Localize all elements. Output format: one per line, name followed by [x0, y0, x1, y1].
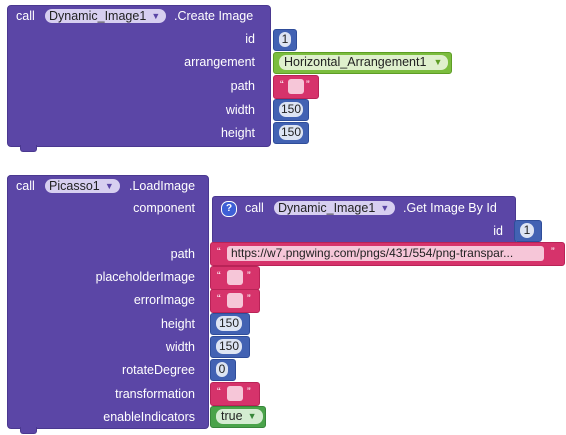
text-block[interactable]: “ ” [210, 289, 260, 313]
number-field[interactable]: 150 [216, 339, 242, 354]
quote-open-icon: “ [217, 293, 221, 305]
quote-open-icon: “ [217, 270, 221, 282]
component-dropdown[interactable]: Picasso1▼ [45, 179, 120, 193]
param-label-height: height [220, 126, 255, 140]
param-label-path: path [230, 79, 255, 93]
param-label-path: path [170, 247, 195, 261]
chevron-down-icon: ▼ [380, 203, 390, 213]
component-dropdown[interactable]: Dynamic_Image1▼ [45, 9, 167, 23]
chevron-down-icon: ▼ [104, 181, 114, 191]
text-field[interactable] [227, 293, 243, 308]
param-label-enable-indicators: enableIndicators [103, 410, 195, 424]
url-text-field[interactable]: https://w7.pngwing.com/pngs/431/554/png-… [227, 246, 544, 261]
number-block[interactable]: 150 [210, 313, 250, 335]
method-name: .Get Image By Id [403, 201, 497, 215]
number-field[interactable]: 150 [216, 316, 242, 331]
text-block[interactable]: “ https://w7.pngwing.com/pngs/431/554/pn… [210, 242, 565, 266]
boolean-dropdown[interactable]: true▼ [216, 409, 263, 424]
text-block[interactable]: “ ” [210, 266, 260, 290]
quote-close-icon: ” [247, 293, 251, 305]
text-field[interactable] [227, 270, 243, 285]
quote-close-icon: ” [247, 270, 251, 282]
call-keyword: call [16, 179, 35, 193]
quote-open-icon: “ [217, 386, 221, 398]
text-field[interactable] [288, 79, 304, 94]
chevron-down-icon: ▼ [151, 11, 161, 21]
number-field[interactable]: 1 [279, 32, 291, 47]
quote-close-icon: ” [247, 386, 251, 398]
help-icon[interactable]: ? [221, 201, 237, 217]
quote-close-icon: ” [551, 246, 555, 258]
component-block[interactable]: Horizontal_Arrangement1▼ [273, 52, 452, 74]
param-label-width: width [165, 340, 195, 354]
param-label-height: height [160, 317, 195, 331]
number-field[interactable]: 0 [216, 362, 228, 377]
param-label-error-image: errorImage [133, 293, 195, 307]
param-label-transformation: transformation [115, 387, 195, 401]
quote-open-icon: “ [217, 246, 221, 258]
number-field[interactable]: 1 [520, 223, 534, 238]
param-label-id: id [493, 224, 503, 238]
param-label-placeholder-image: placeholderImage [95, 270, 195, 284]
quote-close-icon: ” [306, 79, 310, 91]
number-field[interactable]: 150 [279, 125, 303, 140]
number-block[interactable]: 150 [210, 336, 250, 358]
call-keyword: call [16, 9, 35, 23]
method-name: .LoadImage [129, 179, 196, 193]
number-field[interactable]: 150 [279, 102, 303, 117]
param-label-arrangement: arrangement [184, 55, 255, 69]
chevron-down-icon: ▼ [247, 411, 257, 421]
text-block[interactable]: “ ” [273, 75, 319, 99]
text-block[interactable]: “ ” [210, 382, 260, 406]
quote-open-icon: “ [280, 79, 284, 91]
call-keyword: call [245, 201, 264, 215]
number-block[interactable]: 150 [273, 99, 309, 121]
method-name: .Create Image [174, 9, 254, 23]
boolean-block[interactable]: true▼ [210, 406, 266, 428]
arrangement-dropdown[interactable]: Horizontal_Arrangement1▼ [279, 55, 449, 70]
component-dropdown[interactable]: Dynamic_Image1▼ [274, 201, 396, 215]
block-connector [20, 145, 37, 152]
number-block[interactable]: 1 [273, 29, 297, 51]
number-block[interactable]: 0 [210, 359, 236, 381]
number-block[interactable]: 1 [514, 220, 542, 242]
load-image-block-body[interactable] [7, 175, 209, 429]
block-connector [20, 427, 37, 434]
get-image-by-id-block[interactable]: ? call Dynamic_Image1▼ .Get Image By Id … [212, 196, 516, 244]
chevron-down-icon: ▼ [433, 57, 443, 67]
text-field[interactable] [227, 386, 243, 401]
param-label-component: component [133, 201, 195, 215]
number-block[interactable]: 150 [273, 122, 309, 144]
param-label-id: id [245, 32, 255, 46]
param-label-rotate-degree: rotateDegree [122, 363, 195, 377]
create-image-block-body[interactable] [7, 5, 271, 147]
param-label-width: width [225, 103, 255, 117]
